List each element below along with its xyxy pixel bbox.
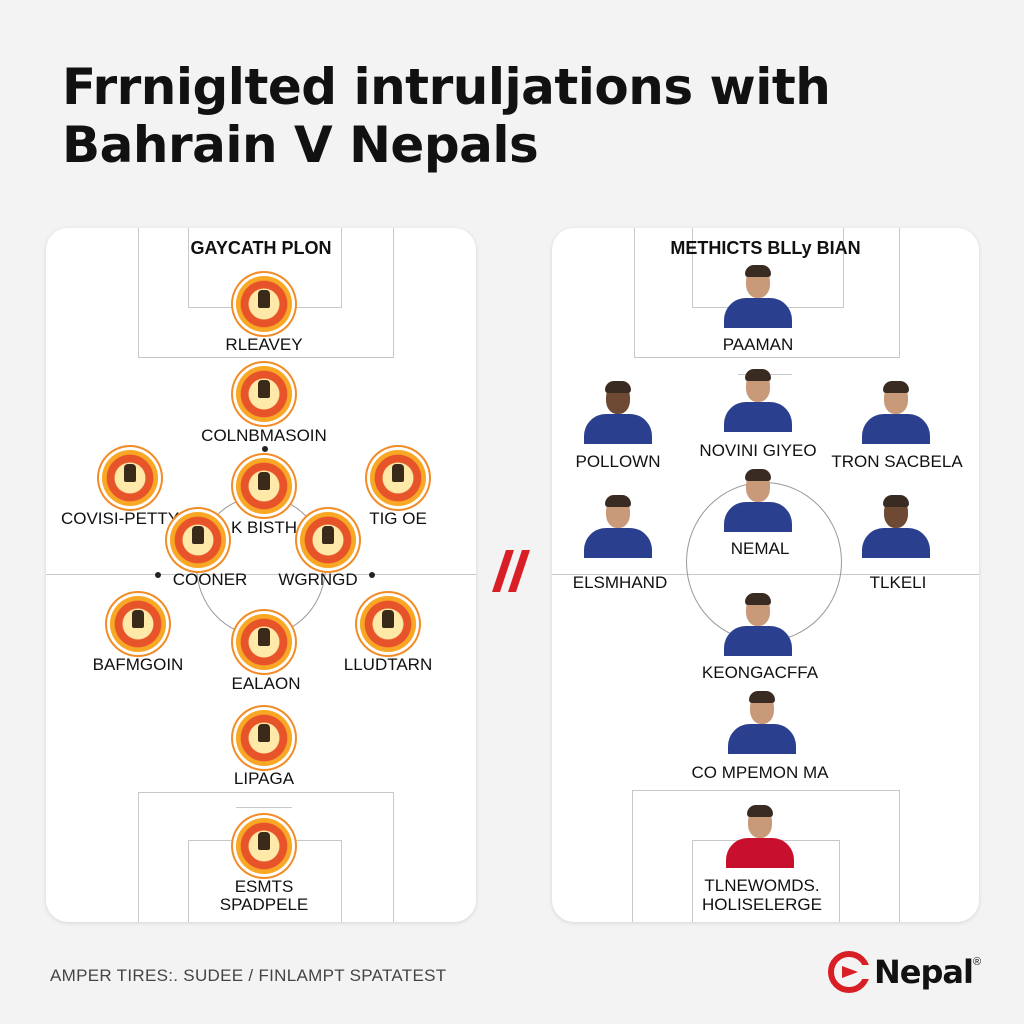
player-photo-icon (724, 468, 792, 540)
player-name: HOLISELERGE (702, 895, 822, 914)
player-name: TLKELI (869, 573, 927, 592)
player-name: LLUDTARN (343, 655, 433, 674)
player-name: K BISTH (230, 518, 298, 537)
player-photo-icon (862, 494, 930, 566)
player-name: POLLOWN (575, 452, 661, 471)
footer-caption: AMPER TIRES:. SUDEE / FINLAMPT SPATATEST (50, 966, 447, 985)
penalty-box-top (634, 228, 900, 358)
player-name: RLEAVEY (225, 335, 303, 354)
versus-slash-icon (492, 550, 530, 592)
bahrain-crest-icon (236, 366, 292, 422)
title-line-2: Bahrain V Nepals (62, 116, 539, 174)
player-name: TRON SACBELA (831, 452, 963, 471)
bahrain-crest-icon (236, 276, 292, 332)
penalty-mark-line (236, 807, 292, 808)
player-name: TLNEWOMDS. (704, 876, 820, 895)
bahrain-crest-icon (236, 458, 292, 514)
player-name: LIPAGA (233, 769, 295, 788)
player-name: COVISI-PETTY (60, 509, 180, 528)
player-photo-icon (862, 380, 930, 452)
penalty-box-top (138, 228, 394, 358)
bahrain-crest-icon (360, 596, 416, 652)
nepal-logo: Nepal ® (828, 950, 981, 994)
left-pitch-heading: GAYCATH PLON (190, 238, 332, 258)
player-name: CO MPEMON MA (691, 763, 829, 782)
player-photo-icon (724, 592, 792, 664)
right-pitch: METHICTS BLLy BIAN PAAMAN POLLOWN NOVINI… (552, 228, 979, 922)
title-line-1: Frrniglted intruljations with (62, 58, 831, 116)
player-name: ESMTS (234, 877, 294, 896)
bahrain-crest-icon (370, 450, 426, 506)
player-name: PAAMAN (722, 335, 794, 354)
bahrain-crest-icon (236, 614, 292, 670)
player-name: TIG OE (369, 509, 427, 528)
bahrain-crest-icon (236, 818, 292, 874)
penalty-box-bottom (632, 790, 900, 922)
player-photo-icon (724, 368, 792, 440)
player-photo-icon (728, 690, 796, 762)
right-pitch-heading: METHICTS BLLy BIAN (670, 238, 861, 258)
bahrain-crest-icon (170, 512, 226, 568)
player-photo-icon (726, 804, 794, 876)
player-name: KEONGACFFA (701, 663, 819, 682)
mark-dot (262, 446, 268, 452)
penalty-box-bottom (138, 792, 394, 922)
logo-text: Nepal (874, 953, 974, 991)
player-name: ELSMHAND (572, 573, 668, 592)
bahrain-crest-icon (102, 450, 158, 506)
bahrain-crest-icon (110, 596, 166, 652)
player-name: NOVINI GIYEO (699, 441, 817, 460)
player-name: BAFMGOIN (92, 655, 184, 674)
mark-dot (155, 572, 161, 578)
player-name: COLNBMASOIN (201, 426, 327, 445)
left-pitch: GAYCATH PLON RLEAVEY COLNBMASOIN COVISI-… (46, 228, 476, 922)
player-name: NEMAL (730, 539, 790, 558)
player-name: WGRNGD (278, 570, 358, 589)
bahrain-crest-icon (236, 710, 292, 766)
bahrain-crest-icon (300, 512, 356, 568)
mark-dot (369, 572, 375, 578)
player-name: COONER (172, 570, 248, 589)
player-photo-icon (584, 494, 652, 566)
player-photo-icon (724, 264, 792, 336)
player-name: EALAON (231, 674, 301, 693)
player-name: SPADPELE (219, 895, 309, 914)
registered-mark: ® (972, 956, 982, 968)
nepal-logo-icon (828, 951, 870, 993)
player-photo-icon (584, 380, 652, 452)
page-title: Frrniglted intruljations with Bahrain V … (62, 58, 962, 174)
